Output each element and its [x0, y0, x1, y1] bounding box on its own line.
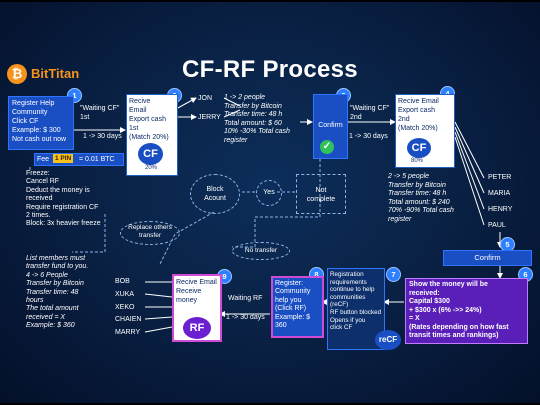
- not-complete-label: Not complete: [306, 187, 336, 203]
- cf-1-percent: 20%: [145, 165, 158, 171]
- replace-label: Replace others transfer: [128, 224, 172, 239]
- recipient-maria: MARIA: [488, 190, 511, 197]
- cf-2-percent: 80%: [411, 158, 424, 164]
- waiting-cf-2nd: "Waiting CF" 2nd: [350, 105, 390, 121]
- page-title: CF-RF Process: [182, 56, 358, 83]
- step-3-text: Confirm: [318, 122, 343, 129]
- transfer-note-2: 2 -> 5 people Transfer by Bitcoin Transf…: [388, 173, 454, 223]
- step-8-text: Register: Community help you (Click RF) …: [275, 280, 311, 330]
- bitcoin-logo-icon: ₿: [7, 64, 27, 84]
- member-xeko: XEKO: [115, 304, 135, 311]
- no-transfer-label: No transfer: [244, 247, 278, 254]
- step-2-text: Recive Email Export cash 1st (Match 20%): [129, 98, 169, 141]
- step-9-text: Recive Email Receive money: [176, 279, 217, 304]
- not-complete-node: Not complete: [296, 174, 346, 214]
- recipient-jerry: JERRY: [198, 114, 221, 121]
- member-marry: MARRY: [115, 329, 141, 336]
- cf-button-2[interactable]: CF: [407, 138, 431, 158]
- freeze-note: Freeze: Cancel RF Deduct the money is re…: [26, 170, 101, 228]
- step-7-text: Registration requirements continue to he…: [330, 271, 382, 332]
- dashed-replace: [159, 211, 215, 265]
- brand-name: BitTitan: [31, 66, 80, 81]
- waiting-cf-2nd-days: 1 -> 30 days: [349, 133, 388, 140]
- fee-label: Fee: [37, 156, 50, 163]
- step-6-text: Show the money will be received: Capital…: [409, 281, 509, 339]
- recipient-peter: PETER: [488, 174, 512, 181]
- step-7-number: 7: [386, 267, 401, 282]
- step-6-box: Show the money will be received: Capital…: [405, 278, 528, 344]
- step-5-text: Confirm: [474, 253, 501, 262]
- member-bob: BOB: [115, 278, 130, 285]
- check-icon: ✓: [320, 140, 334, 154]
- members-note: List members must transfer fund to you. …: [26, 255, 89, 330]
- waiting-cf-1st-days: 1 -> 30 days: [83, 133, 122, 140]
- block-account-label: Block Acount: [204, 186, 226, 202]
- recipient-paul: PAUL: [488, 222, 506, 229]
- step-4-box[interactable]: Recive Email Export cash 2nd (Match 20%): [395, 94, 455, 168]
- waiting-rf: Waiting RF: [228, 295, 263, 302]
- fee-pin: 1 PIN: [53, 154, 74, 163]
- member-xuka: XUKA: [115, 291, 135, 298]
- yes-node: Yes: [256, 180, 282, 206]
- recipient-jon: JON: [198, 95, 212, 102]
- step-5-confirm-box[interactable]: Confirm: [443, 250, 532, 266]
- waiting-cf-1st: "Waiting CF" 1st: [80, 105, 120, 121]
- rf-button[interactable]: RF: [183, 317, 211, 339]
- transfer-note-1: 1 -> 2 people Transfer by Bitcoin Transf…: [224, 94, 290, 144]
- step-2-box[interactable]: Recive Email Export cash 1st (Match 20%): [126, 94, 178, 176]
- recipient-henry: HENRY: [488, 206, 513, 213]
- cf-button-1[interactable]: CF: [138, 143, 163, 165]
- block-account-node: Block Acount: [190, 174, 240, 214]
- step-3-confirm-box[interactable]: Confirm: [313, 94, 348, 159]
- yes-label: Yes: [263, 189, 275, 196]
- step-8-box[interactable]: Register: Community help you (Click RF) …: [271, 276, 324, 338]
- no-transfer-node: No transfer: [232, 242, 290, 260]
- recf-button[interactable]: reCF: [375, 330, 401, 350]
- arrow-4-peter: [454, 121, 485, 179]
- step-1-text: Register Help Community Click CF Example…: [12, 100, 67, 143]
- arrow-2-jon: [175, 97, 197, 110]
- replace-node: Replace others transfer: [120, 221, 180, 245]
- waiting-rf-days: 1 -> 30 days: [226, 314, 265, 321]
- step-4-text: Recive Email Export cash 2nd (Match 20%): [398, 98, 439, 132]
- step-1-box[interactable]: Register Help Community Click CF Example…: [8, 96, 74, 150]
- member-chaien: CHAIEN: [115, 316, 142, 323]
- fee-value: = 0.01 BTC: [79, 156, 115, 163]
- fee-bar: Fee 1 PIN = 0.01 BTC: [34, 153, 124, 166]
